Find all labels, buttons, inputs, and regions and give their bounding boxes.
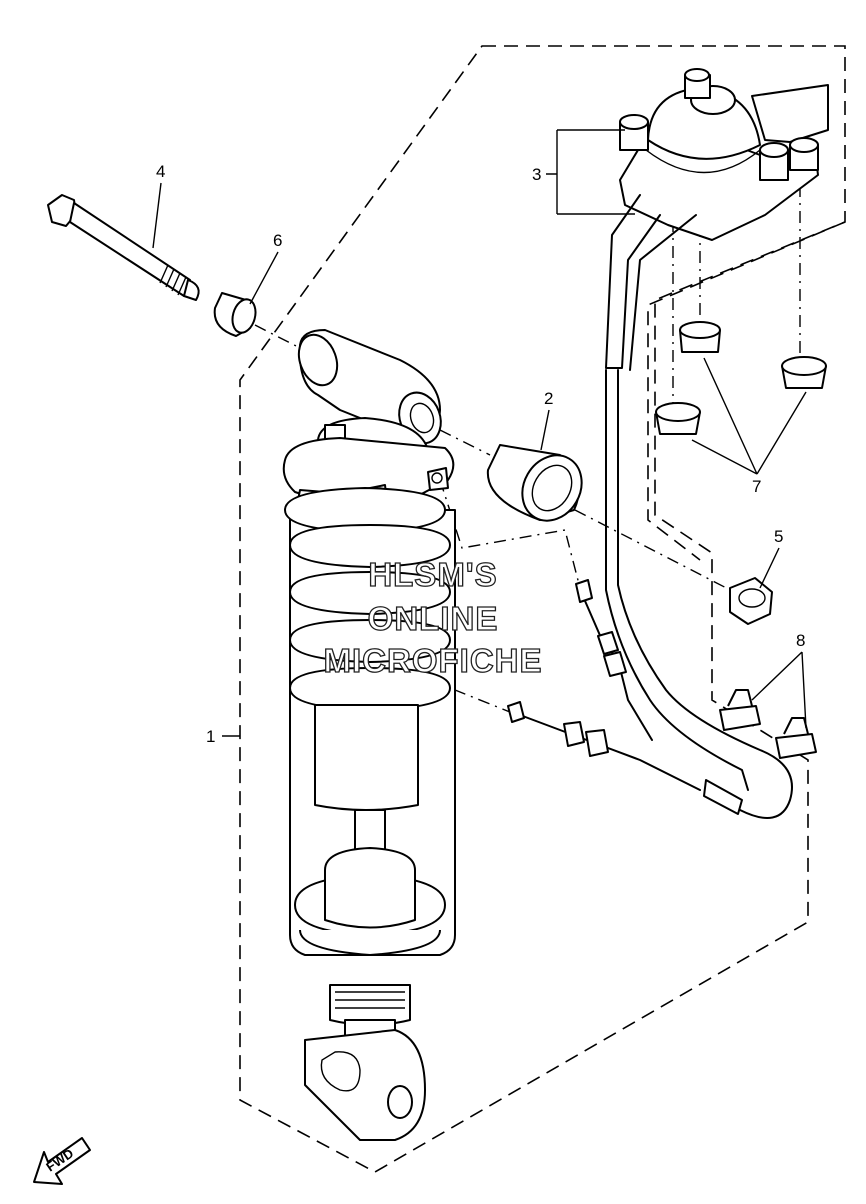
watermark-line-1: HLSM'S: [368, 556, 497, 593]
shock-spring: [284, 487, 451, 711]
adjuster-collars: [655, 321, 827, 435]
watermark-line-3: MICROFICHE: [324, 642, 543, 679]
nut: [729, 577, 773, 625]
collar-axis-line: [439, 429, 491, 456]
collar-to-nut-line: [574, 509, 741, 596]
bolt-axis-line: [254, 324, 301, 349]
callout-2: 2: [540, 389, 553, 451]
callout-1: 1: [206, 727, 240, 746]
spacer: [213, 292, 257, 337]
hose-clips: [719, 689, 817, 759]
callout-6-label: 6: [273, 231, 282, 250]
clip-a: [719, 689, 761, 731]
callout-7-label: 7: [752, 477, 761, 496]
watermark-line-2: ONLINE: [368, 600, 499, 637]
fwd-arrow: FWD: [33, 1137, 91, 1185]
adjuster-boss-c: [759, 142, 789, 181]
callout-8-label: 8: [796, 631, 805, 650]
callout-1-label: 1: [206, 727, 215, 746]
adjuster-hose: [605, 194, 793, 819]
adjuster-boss-a: [619, 114, 649, 151]
callout-5-label: 5: [774, 527, 783, 546]
callout-6: 6: [249, 231, 282, 305]
callout-4-label: 4: [156, 162, 165, 181]
bolt: [47, 194, 200, 301]
assembly-boundary-inner: [647, 221, 846, 561]
collar-a: [679, 321, 721, 353]
callout-3-label: 3: [532, 165, 541, 184]
watermark: HLSM'S ONLINE MICROFICHE: [323, 555, 543, 679]
callout-4: 4: [152, 162, 165, 249]
hose-fitting-upper: [575, 579, 653, 741]
callout-2-label: 2: [544, 389, 553, 408]
callout-3: 3: [532, 129, 635, 215]
callout-7: 7: [691, 357, 807, 496]
preload-adjuster: [619, 68, 829, 241]
collar: [486, 444, 583, 522]
clip-b: [775, 717, 817, 759]
rear-shock-absorber: [282, 329, 456, 1141]
collar-b: [781, 356, 827, 389]
adjuster-boss-d: [789, 137, 819, 171]
collar-c: [655, 402, 701, 435]
callout-5: 5: [759, 527, 783, 589]
callout-8: 8: [751, 631, 807, 729]
adjuster-boss-b: [684, 68, 711, 99]
hose-guide-line-lower: [429, 679, 511, 713]
hose-fitting-lower: [507, 701, 701, 791]
